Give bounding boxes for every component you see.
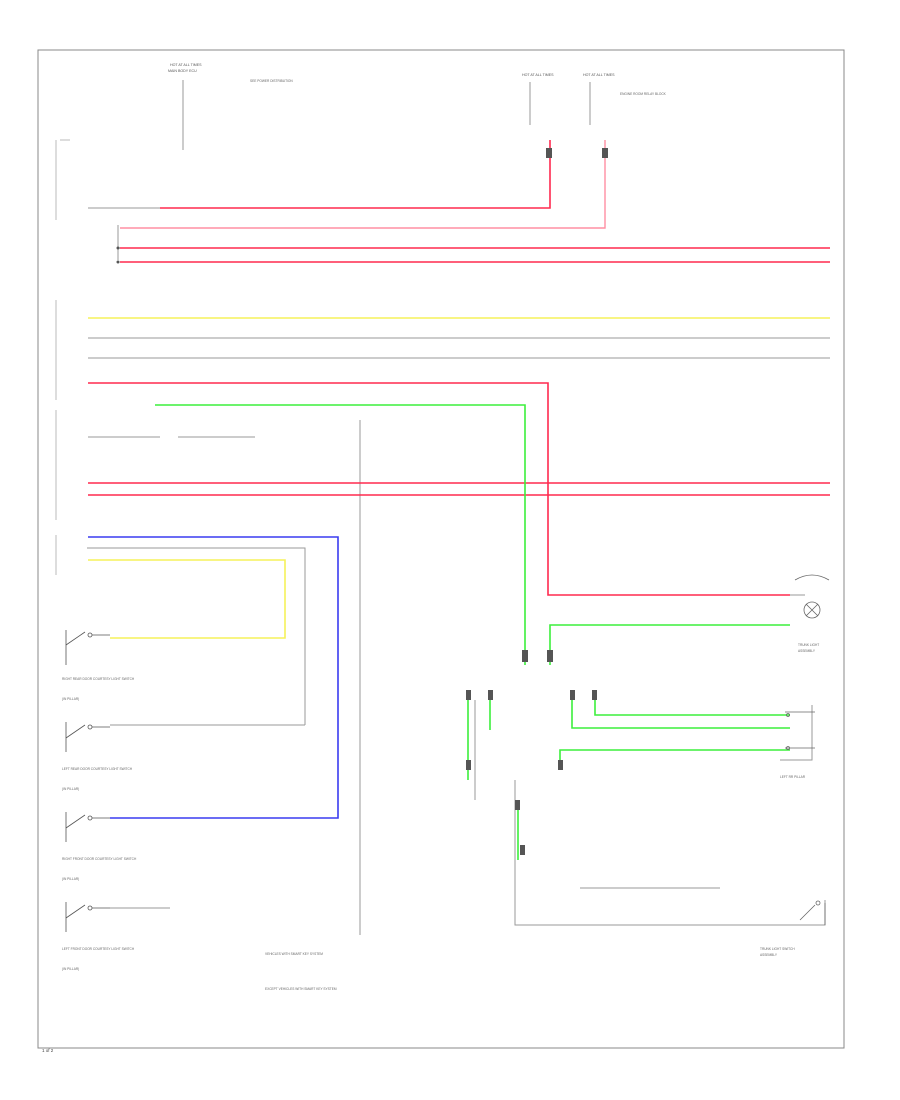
yellow-wire-2 [88, 559, 286, 639]
red-wires [88, 140, 830, 596]
label-fuse-feed-mid2: HOT AT ALL TIMES [583, 73, 615, 77]
label-switch-3: RIGHT FRONT DOOR COURTESY LIGHT SWITCH [62, 857, 137, 861]
trunk-light-assembly [794, 574, 830, 619]
label-trunk-light-switch: TRUNK LIGHT SWITCH [760, 947, 795, 951]
door-switch-1 [65, 630, 110, 665]
green-wire-5 [559, 749, 790, 760]
green-wire-1 [155, 404, 526, 665]
connector-marks [116, 148, 608, 855]
trunk-light-switch [799, 900, 826, 925]
label-switch-2: LEFT REAR DOOR COURTESY LIGHT SWITCH [62, 767, 133, 771]
label-left-rr-pillar: LEFT RR PILLAR [780, 775, 806, 779]
green-wire-2 [549, 624, 790, 665]
label-fuse-feed-left-note: SEE POWER DISTRIBUTION [250, 79, 293, 83]
yellow-wires [88, 317, 830, 639]
label-fuse-feed-mid1: HOT AT ALL TIMES [522, 73, 554, 77]
label-fuse-feed-left: HOT AT ALL TIMES [170, 63, 202, 67]
pink-wire-1 [120, 140, 606, 229]
blue-wires [88, 536, 339, 819]
label-switch-4: LEFT FRONT DOOR COURTESY LIGHT SWITCH [62, 947, 135, 951]
left-rr-pillar-connector [785, 711, 815, 750]
label-switch-1: RIGHT REAR DOOR COURTESY LIGHT SWITCH [62, 677, 135, 681]
note-1: VEHICLES WITH SMART KEY SYSTEM [265, 952, 323, 956]
green-wire-3 [594, 698, 790, 716]
label-switch-3-sub: (IN PILLAR) [62, 877, 79, 881]
label-trunk-light-sub: ASSEMBLY [798, 649, 816, 653]
red-wire-1 [160, 140, 551, 209]
label-engine-room-relay: ENGINE ROOM RELAY BLOCK [620, 92, 667, 96]
green-wire-4 [571, 698, 790, 729]
label-trunk-light-switch-sub: ASSEMBLY [760, 953, 778, 957]
diagram-frame [37, 49, 845, 1049]
label-switch-1-sub: (IN PILLAR) [62, 697, 79, 701]
label-trunk-light: TRUNK LIGHT [798, 643, 819, 647]
blue-wire-1 [88, 536, 339, 819]
pink-wires [120, 140, 606, 229]
door-switch-4 [65, 902, 110, 932]
red-wire-4 [88, 382, 790, 596]
door-switch-2 [65, 722, 110, 752]
left-connector-brackets [55, 139, 70, 575]
label-fuse-feed-left-sub: MAIN BODY ECU [168, 69, 197, 73]
door-switch-3 [65, 812, 110, 842]
page-number: 1 of 2 [42, 1048, 54, 1053]
green-wires [155, 404, 790, 860]
label-switch-2-sub: (IN PILLAR) [62, 787, 79, 791]
note-2: EXCEPT VEHICLES WITH SMART KEY SYSTEM [265, 987, 337, 991]
label-switch-4-sub: (IN PILLAR) [62, 967, 79, 971]
